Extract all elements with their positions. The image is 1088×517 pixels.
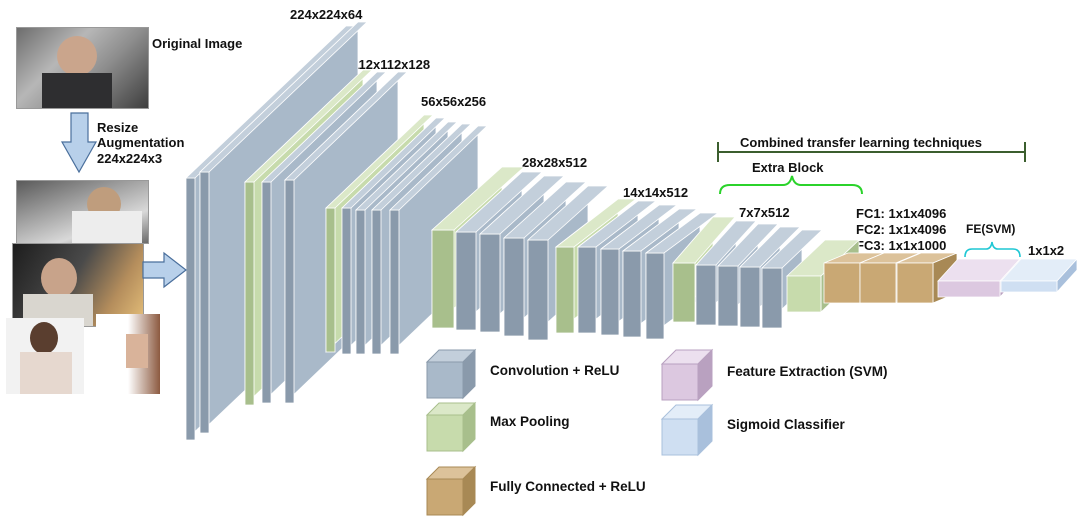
block5-conv-c	[621, 208, 699, 338]
layer1-size-label: 224x224x64	[290, 7, 363, 22]
input-size-label: 224x224x3	[97, 151, 163, 166]
block5-conv-a	[576, 200, 658, 334]
resize-label: Resize	[97, 120, 139, 135]
sigmoid-block	[1000, 257, 1078, 294]
block3-conv-d	[389, 125, 488, 355]
block5-conv-b	[599, 204, 679, 336]
resize-down-arrow	[60, 112, 98, 174]
fc3-label: FC3: 1x1x1000	[856, 238, 947, 253]
fe-svm-label: FE(SVM)	[966, 222, 1016, 236]
legend-fe-text: Feature Extraction (SVM)	[727, 364, 888, 379]
block2-conv-a	[261, 71, 387, 404]
original-image-photo	[16, 27, 149, 109]
layer6-size-label: 7x7x512	[739, 205, 790, 220]
extra-pool-2	[785, 239, 861, 313]
combined-techniques-label: Combined transfer learning techniques	[740, 135, 982, 150]
extra-conv-b	[717, 223, 779, 327]
augmented-image-4	[96, 314, 160, 394]
output-size-label: 1x1x2	[1028, 243, 1065, 258]
augmented-image-3	[6, 318, 84, 394]
extra-conv-d	[760, 229, 824, 329]
legend-conv-text: Convolution + ReLU	[490, 363, 620, 378]
input-right-arrow	[142, 251, 187, 289]
layer4-size-label: 28x28x512	[522, 155, 588, 170]
extra-block-label: Extra Block	[752, 160, 824, 175]
legend-fc-cube	[425, 465, 477, 517]
block4-conv-d	[526, 185, 610, 341]
augmented-image-1	[16, 180, 149, 244]
extra-pool	[672, 215, 736, 324]
legend-conv-cube	[425, 348, 477, 400]
legend-sig-text: Sigmoid Classifier	[727, 417, 845, 432]
block3-pool	[324, 114, 435, 353]
legend-pool-text: Max Pooling	[490, 414, 570, 429]
fe-svm-brace	[964, 241, 1021, 258]
original-image-label: Original Image	[152, 36, 243, 51]
block2-conv-b	[284, 71, 408, 404]
layer5-size-label: 14x14x512	[623, 185, 689, 200]
fc1-label: FC1: 1x1x4096	[856, 206, 947, 221]
block5-conv-d	[644, 212, 720, 340]
block3-conv-b	[355, 121, 458, 355]
extra-conv-c	[739, 226, 801, 328]
block1-conv-b	[198, 21, 369, 434]
block4-pool	[430, 166, 526, 329]
extra-block-brace	[719, 175, 863, 195]
block4-conv-a	[454, 171, 544, 331]
layer3-size-label: 56x56x256	[421, 94, 487, 109]
layer2-size-label: 112x112x128	[352, 57, 431, 72]
legend-fc-text: Fully Connected + ReLU	[490, 479, 646, 494]
block4-conv-b	[478, 175, 566, 333]
fc1-block	[823, 252, 885, 304]
legend-pool-cube	[425, 401, 477, 453]
block3-conv-c	[371, 123, 472, 355]
block3-conv-a	[341, 117, 446, 355]
fc3-block	[896, 252, 958, 304]
block4-conv-c	[502, 181, 588, 337]
block2-pool	[243, 69, 374, 406]
block1-conv-a	[184, 25, 357, 441]
fc2-label: FC2: 1x1x4096	[856, 222, 947, 237]
fe-svm-block	[937, 257, 1021, 299]
augmentation-label: Augmentation	[97, 135, 185, 150]
block5-pool	[554, 198, 638, 334]
fc2-block	[859, 252, 921, 304]
extra-conv-a	[695, 219, 757, 327]
legend-fe-cube	[660, 348, 714, 402]
legend-sig-cube	[660, 403, 714, 457]
